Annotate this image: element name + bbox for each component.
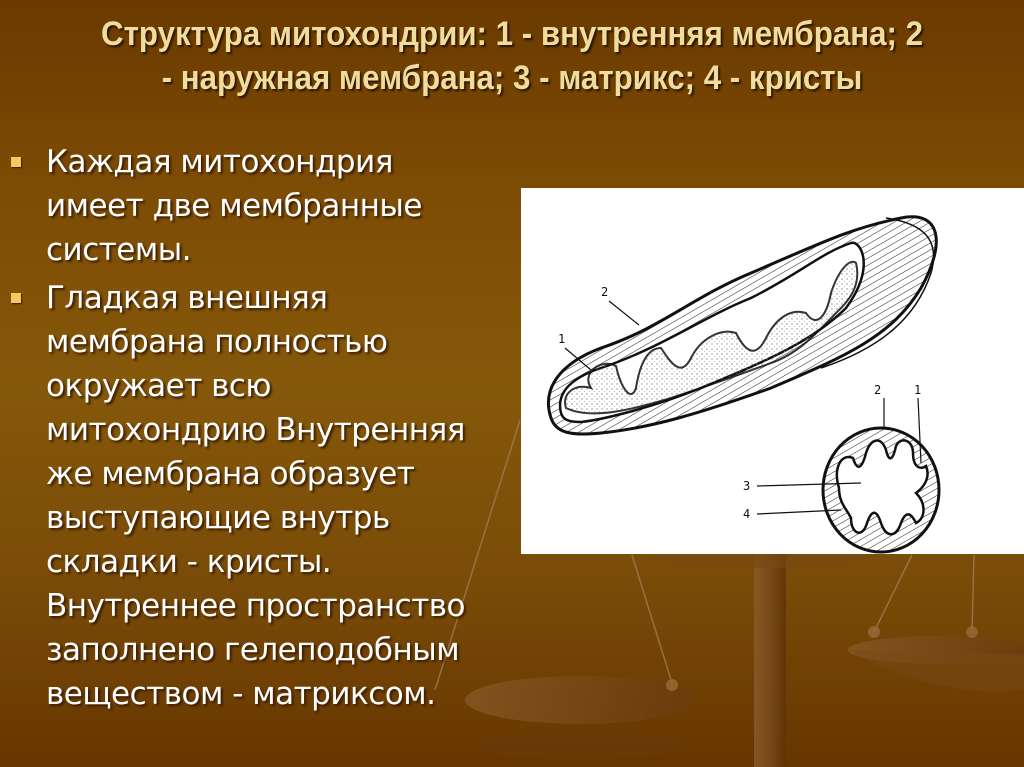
cross-label-4: 4	[743, 507, 750, 521]
bullet-text-line: митохондрию Внутренняя	[46, 412, 465, 448]
slide-title: Структура митохондрии: 1 - внутренняя ме…	[41, 12, 983, 100]
bullet-text-line: мембрана полностью	[46, 324, 388, 360]
square-bullet-icon	[11, 157, 21, 167]
title-line-2: - наружная мембрана; 3 - матрикс; 4 - кр…	[161, 59, 863, 97]
bullet-text-line: же мембрана образует	[46, 456, 415, 492]
mitochondria-drawing: 2 1 2 1 3 4	[546, 215, 941, 554]
bullet-item-membrane-description: Гладкая внешняя мембрана полностью окруж…	[0, 276, 520, 716]
longitudinal-labels: 2 1	[558, 285, 640, 371]
bullet-item-two-membranes: Каждая митохондрия имеет две мембранные …	[0, 140, 520, 272]
cross-section: 2 1 3 4	[743, 383, 941, 554]
bullet-text-line: системы.	[46, 232, 192, 268]
bullet-text-line: имеет две мембранные	[46, 188, 422, 224]
bullet-text-line: веществом - матриксом.	[46, 676, 436, 712]
bullet-text-line: Гладкая внешняя	[46, 280, 328, 316]
bullet-list: Каждая митохондрия имеет две мембранные …	[0, 140, 520, 720]
label-2: 2	[601, 285, 608, 299]
bullet-text-line: Каждая митохондрия	[46, 144, 393, 180]
bullet-text-line: складки - кристы.	[46, 544, 332, 580]
cross-label-2: 2	[874, 383, 881, 397]
title-line-1: Структура митохондрии: 1 - внутренняя ме…	[100, 15, 924, 53]
bullet-text-line: Внутреннее пространство	[46, 588, 466, 624]
label-1: 1	[558, 332, 565, 346]
cross-label-3: 3	[743, 479, 750, 493]
mitochondria-diagram: 2 1 2 1 3 4	[521, 188, 1024, 554]
bullet-text-line: выступающие внутрь	[46, 500, 390, 536]
bullet-text-line: заполнено гелеподобным	[46, 632, 460, 668]
bullet-text-line: окружает всю	[46, 368, 272, 404]
cross-label-1: 1	[914, 383, 921, 397]
longitudinal-section	[546, 215, 938, 436]
square-bullet-icon	[11, 293, 21, 303]
